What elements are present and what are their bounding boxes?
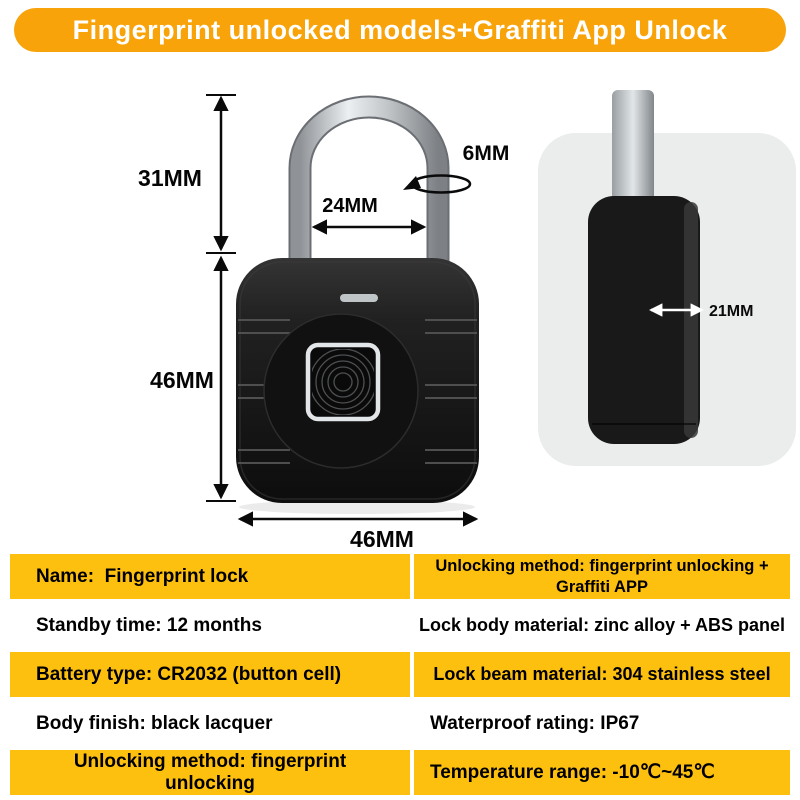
dim-label-46mm-height: 46MM	[150, 367, 214, 393]
dimension-body-width: 46MM	[237, 511, 479, 552]
dimension-body-thickness: 21MM	[648, 303, 753, 320]
dim-label-21mm: 21MM	[709, 303, 753, 320]
dimension-annotations: 31MM 46MM 24MM 6MM 46MM	[138, 94, 510, 552]
table-row: Body finish: black lacquer Waterproof ra…	[10, 701, 790, 746]
dim-label-46mm-width: 46MM	[350, 526, 414, 552]
side-lock-body	[588, 196, 700, 444]
product-diagram: 21MM	[138, 90, 796, 552]
table-row: Name: Fingerprint lock Unlocking method:…	[10, 554, 790, 599]
spec-battery-type: Battery type: CR2032 (button cell)	[10, 652, 410, 697]
spec-body-finish: Body finish: black lacquer	[36, 712, 273, 734]
padlock	[236, 95, 479, 514]
table-row: Unlocking method: fingerprint unlocking …	[10, 750, 790, 795]
banner-text: Fingerprint unlocked models+Graffiti App…	[72, 14, 728, 45]
side-view-photo: 21MM	[538, 90, 796, 466]
dimension-shackle-diameter: 6MM	[403, 142, 510, 194]
side-shackle-rod	[612, 90, 654, 208]
dim-label-6mm: 6MM	[463, 142, 510, 165]
table-row: Standby time: 12 months Lock body materi…	[10, 603, 790, 648]
dimension-shackle-width: 24MM	[311, 195, 427, 235]
dimension-shackle-height: 31MM	[138, 95, 229, 252]
spec-unlocking-method-app: Unlocking method: fingerprint unlocking …	[414, 554, 790, 599]
dim-label-31mm: 31MM	[138, 165, 202, 191]
body-grooves	[238, 319, 477, 464]
fingerprint-sensor	[305, 342, 381, 422]
dimension-body-height: 46MM	[150, 255, 229, 500]
spec-waterproof-rating: Waterproof rating: IP67	[430, 712, 640, 734]
spec-name: Name: Fingerprint lock	[10, 554, 410, 599]
spec-beam-material: Lock beam material: 304 stainless steel	[414, 652, 790, 697]
table-row: Battery type: CR2032 (button cell) Lock …	[10, 652, 790, 697]
fingerprint-ridges	[312, 349, 374, 415]
spec-table: Name: Fingerprint lock Unlocking method:…	[10, 554, 790, 795]
spec-temperature-range: Temperature range: -10℃~45℃	[414, 750, 790, 795]
status-indicator	[340, 294, 378, 302]
spec-unlocking-method: Unlocking method: fingerprint unlocking	[10, 750, 410, 795]
dim-label-24mm: 24MM	[322, 195, 378, 217]
spec-standby-time: Standby time: 12 months	[36, 614, 262, 636]
banner: Fingerprint unlocked models+Graffiti App…	[14, 8, 786, 52]
spec-body-material: Lock body material: zinc alloy + ABS pan…	[419, 614, 785, 635]
